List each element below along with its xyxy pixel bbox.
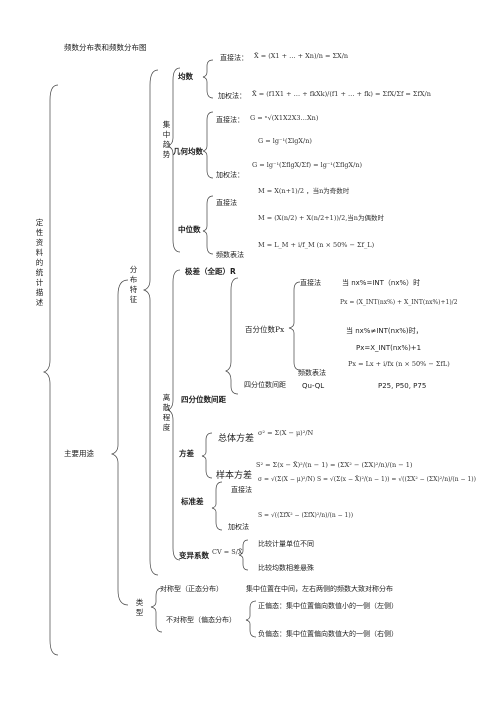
geo-brace xyxy=(202,111,214,179)
geo-weighted-label: 加权法： xyxy=(216,171,244,179)
neg-skew: 负偏态：集中位置偏向数值大的一侧（右侧） xyxy=(258,630,398,638)
percentile-label: 百分位数Px xyxy=(245,325,285,334)
percentile-cond1: 当 nx%=INT（nx%）时 xyxy=(342,279,421,287)
pos-skew: 正偏态：集中位置偏向数值小的一侧（左侧） xyxy=(258,602,398,610)
percentiles-list: P25, P50, P75 xyxy=(378,382,427,390)
root-brace xyxy=(42,84,59,656)
pop-variance-formula: σ² = Σ(X − μ)²/N xyxy=(258,429,314,437)
median-direct-label: 直接法 xyxy=(216,199,237,207)
quartile-label: 四分位数间距 xyxy=(181,395,226,404)
cv-brace xyxy=(238,539,249,571)
median-even-formula: M = (X(n/2) + X(n/2+1))/2,当n为偶数时 xyxy=(258,214,384,222)
type-brace xyxy=(150,587,163,633)
sd-direct-label: 直接法 xyxy=(231,486,252,494)
percentile-formula1: Px = (X_INT(nx%) + X_INT(nx%)+1)/2 xyxy=(340,299,458,306)
geo-weighted-formula: G = lg⁻¹(ΣflgX/Σf) = lg⁻¹(ΣflgX/n) xyxy=(252,161,363,169)
median-freq-label: 频数表法 xyxy=(216,251,244,259)
dist-label: 分布特征 xyxy=(129,265,138,304)
geo-label: 几何均数 xyxy=(173,147,203,156)
geo-direct-formula2: G = lg⁻¹(ΣlgX/n) xyxy=(258,137,312,145)
geo-direct-label: 直接法： xyxy=(216,116,244,124)
dist-brace xyxy=(142,69,159,576)
iqr-label: 四分位数间距 xyxy=(244,381,286,389)
sd-direct-formula: σ = √(Σ(X − μ)²/N) S = √(Σ(x − X̄)²/(n −… xyxy=(258,476,476,483)
mean-direct-label: 直接法： xyxy=(220,54,248,62)
variance-label: 方差 xyxy=(179,449,194,458)
geo-direct-formula1: G = ⁿ√(X1X2X3…Xn) xyxy=(250,114,319,122)
variance-brace xyxy=(201,432,213,479)
type-label: 类型 xyxy=(135,598,144,617)
percentile-formula2: Px=X_INT(nx%)+1 xyxy=(356,344,422,352)
cv-use-1: 比较计量单位不同 xyxy=(258,540,314,548)
median-freq-formula: M = L_M + i/f_M (n × 50% − Σf_L) xyxy=(258,241,375,249)
sd-brace xyxy=(211,481,223,531)
mean-direct-formula: X̄ = (X1 + … + Xn)/n = ΣX/n xyxy=(254,52,349,60)
cv-formula: CV = S/X̄ xyxy=(212,548,243,556)
mean-weighted-label: 加权法： xyxy=(218,92,246,100)
sd-weighted-label: 加权法 xyxy=(228,523,249,531)
central-label: 集中趋势 xyxy=(162,120,171,159)
asym-brace xyxy=(245,600,257,638)
quartile-brace xyxy=(225,277,239,395)
percentile-freq-label: 频数表法 xyxy=(298,369,326,377)
median-odd-formula: M = X(n+1)/2 ，当n为奇数时 xyxy=(258,187,350,195)
sample-variance-formula: S² = Σ(x − X̄)²/(n − 1) = (ΣX² − (ΣX)²/n… xyxy=(256,461,413,469)
range-label: 极差（全距）R xyxy=(185,267,236,276)
sample-variance-label: 样本方差 xyxy=(216,471,253,481)
sd-label: 标准差 xyxy=(181,497,204,506)
cv-label: 变异系数 xyxy=(179,551,209,560)
percentile-cond2: 当 nx%≠INT(nx%)时， xyxy=(346,327,423,335)
freq-table-branch: 频数分布表和频数分布图 xyxy=(64,43,147,52)
root-label: 定性资料的统计描述 xyxy=(35,218,44,307)
pop-variance-label: 总体方差 xyxy=(218,434,255,444)
sym-desc: 集中位置在中间，左右两侧的频数大致对称分布 xyxy=(246,585,393,593)
cv-use-2: 比较均数相差悬殊 xyxy=(258,564,314,572)
mean-label: 均数 xyxy=(178,72,193,81)
dispersion-label: 离散程度 xyxy=(162,393,171,432)
central-brace xyxy=(167,67,181,253)
mean-brace xyxy=(202,59,214,99)
percentile-freq-formula: Px = Lx + i/fx (n × 50% − ΣfL) xyxy=(348,360,450,368)
dispersion-brace xyxy=(167,269,181,561)
main-brace xyxy=(110,279,129,606)
sd-weighted-formula: S = √((ΣfX² − (ΣfX)²/n)/(n − 1)) xyxy=(258,512,354,519)
median-brace xyxy=(202,195,214,255)
percentile-brace xyxy=(288,281,301,371)
main-use-branch: 主要用途 xyxy=(64,449,94,458)
asym-label: 不对称型（偏态分布） xyxy=(166,616,236,624)
mean-weighted-formula: X̄ = (f1X1 + … + fkXk)/(f1 + … + fk) = Σ… xyxy=(252,90,431,98)
sym-label: 对称型（正态分布） xyxy=(160,585,223,593)
percentile-direct-label: 直接法 xyxy=(300,279,321,287)
median-label: 中位数 xyxy=(178,225,201,234)
iqr-formula: Qu-QL xyxy=(302,382,325,390)
